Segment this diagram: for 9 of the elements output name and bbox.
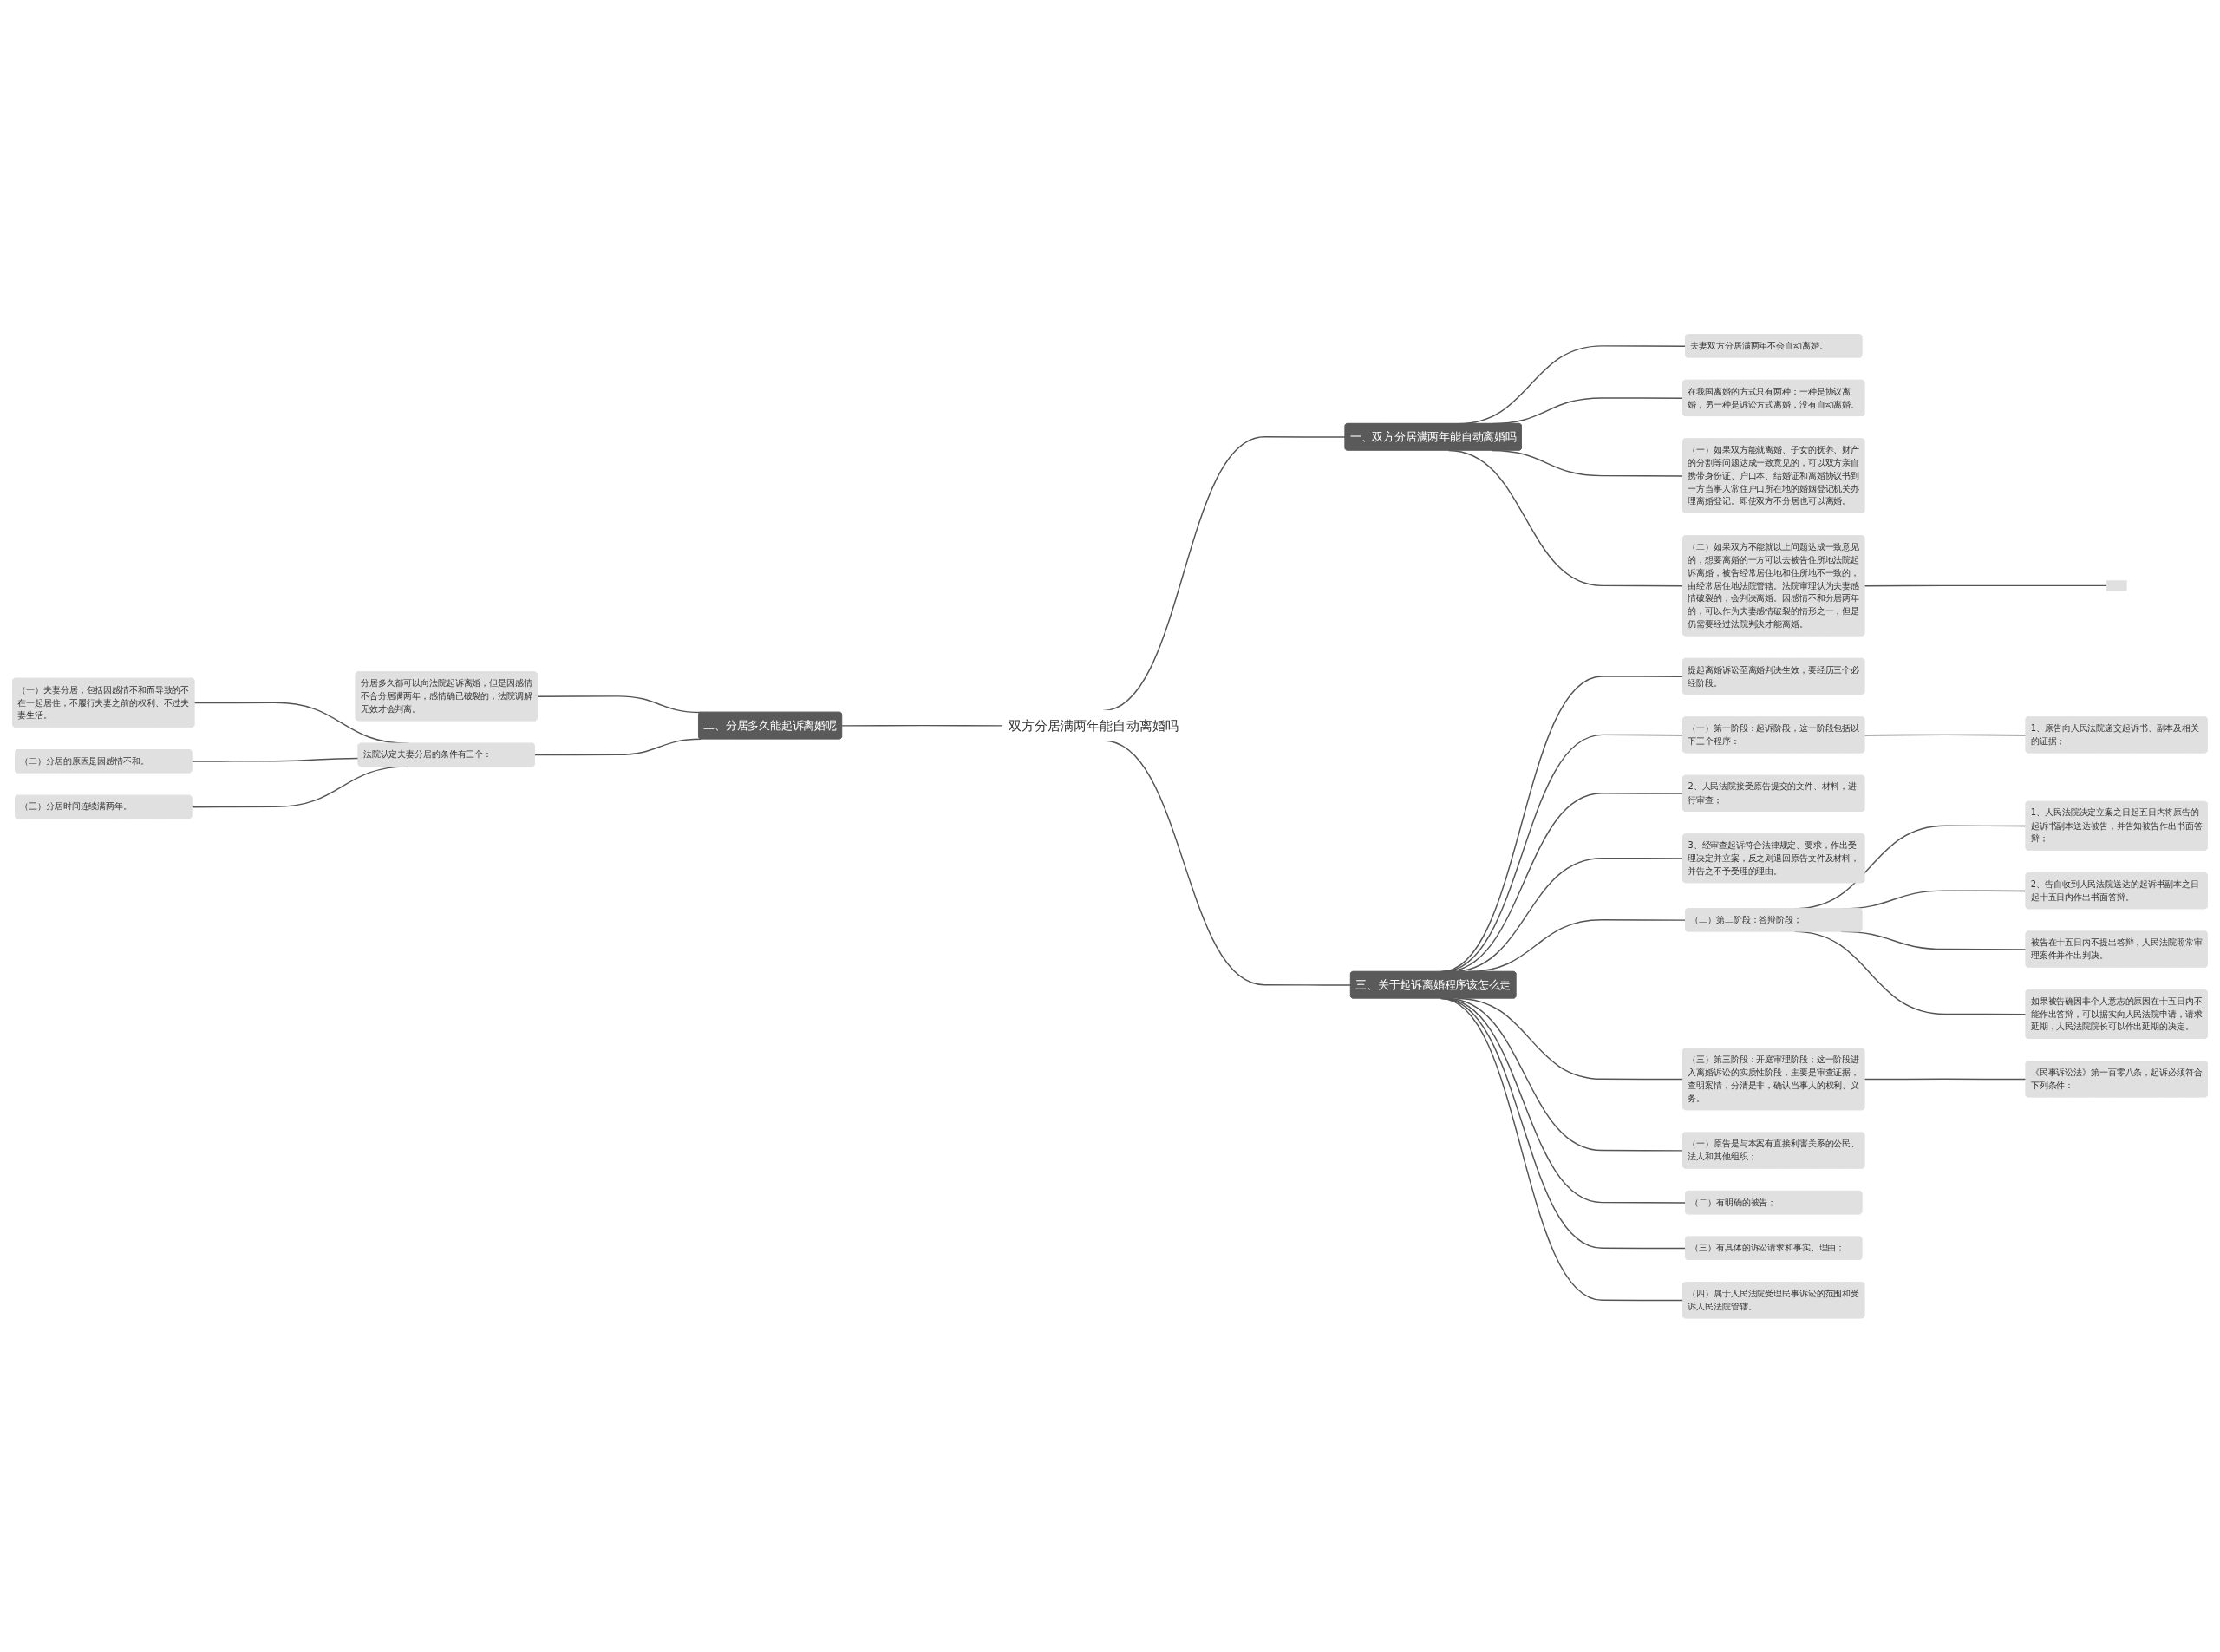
- node-box: [2106, 580, 2127, 591]
- connector: [841, 724, 1004, 727]
- connector: [191, 757, 359, 762]
- connector: [537, 695, 702, 713]
- node-text: 双方分居满两年能自动离婚吗: [1008, 717, 1179, 733]
- connector: [1864, 734, 2027, 736]
- connector: [1864, 1078, 2027, 1081]
- connector: [1864, 584, 2107, 587]
- connector: [534, 738, 702, 756]
